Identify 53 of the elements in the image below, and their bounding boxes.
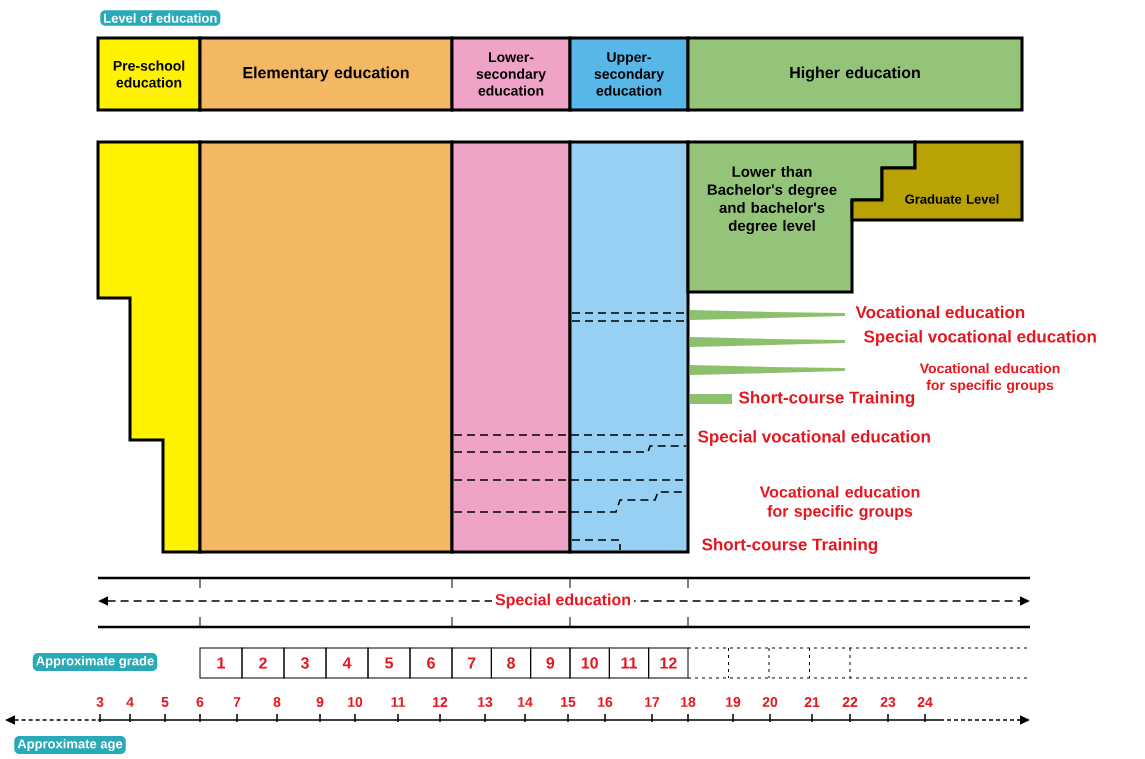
column-band bbox=[568, 140, 690, 554]
grade-cell: 7 bbox=[451, 647, 492, 679]
band-label: Special education bbox=[492, 590, 635, 612]
age-number: 23 bbox=[880, 697, 896, 707]
grade-cell: 12 bbox=[648, 647, 689, 679]
level-box: Pre-school education bbox=[96, 36, 202, 112]
age-number: 4 bbox=[126, 697, 134, 707]
age-number: 19 bbox=[726, 697, 741, 707]
grade-cell: 8 bbox=[490, 647, 532, 679]
age-number: 22 bbox=[842, 697, 858, 707]
grade-cell: 10 bbox=[569, 647, 610, 679]
stepped-band: Graduate Level bbox=[850, 140, 1024, 222]
grade-cell: 6 bbox=[409, 647, 453, 679]
stepped-band bbox=[96, 140, 202, 554]
grade-cell: 4 bbox=[325, 647, 369, 679]
grade-cell: 2 bbox=[241, 647, 285, 679]
age-number: 16 bbox=[598, 697, 613, 707]
note-text: Vocational education bbox=[855, 305, 1025, 319]
level-box: Lower-secondary education bbox=[450, 36, 572, 112]
column-band bbox=[450, 140, 572, 554]
level-box: Elementary education bbox=[198, 36, 454, 112]
age-number: 3 bbox=[96, 697, 104, 707]
age-number: 11 bbox=[391, 697, 406, 707]
grade-cell: 5 bbox=[367, 647, 411, 679]
axis-badge: Approximate grade bbox=[32, 652, 158, 672]
age-number: 12 bbox=[433, 697, 448, 707]
age-number: 7 bbox=[233, 697, 241, 707]
grade-cell: 11 bbox=[608, 647, 650, 679]
note-text: Vocational education for specific groups bbox=[919, 363, 1060, 393]
age-number: 21 bbox=[804, 697, 820, 707]
age-number: 17 bbox=[645, 697, 660, 707]
note-text: Vocational education for specific groups bbox=[759, 485, 920, 521]
note-text: Special vocational education bbox=[864, 330, 1096, 346]
age-number: 14 bbox=[518, 697, 533, 707]
age-number: 15 bbox=[561, 697, 576, 707]
grade-cell: 3 bbox=[283, 647, 327, 679]
age-number: 20 bbox=[762, 697, 778, 707]
column-band bbox=[198, 140, 454, 554]
age-number: 9 bbox=[316, 697, 324, 707]
age-number: 8 bbox=[273, 697, 281, 707]
heading-badge: Level of education bbox=[100, 10, 221, 26]
level-box: Higher education bbox=[686, 36, 1024, 112]
age-number: 24 bbox=[917, 697, 933, 707]
level-box: Upper-secondary education bbox=[568, 36, 690, 112]
note-text: Short-course Training bbox=[739, 391, 915, 407]
age-number: 5 bbox=[161, 697, 169, 707]
age-number: 6 bbox=[196, 697, 204, 707]
grade-cell: 9 bbox=[530, 647, 571, 679]
age-number: 13 bbox=[478, 697, 493, 707]
axis-badge: Approximate age bbox=[14, 735, 126, 755]
grade-cell: 1 bbox=[199, 647, 243, 679]
age-number: 10 bbox=[348, 697, 363, 707]
age-number: 18 bbox=[681, 697, 696, 707]
